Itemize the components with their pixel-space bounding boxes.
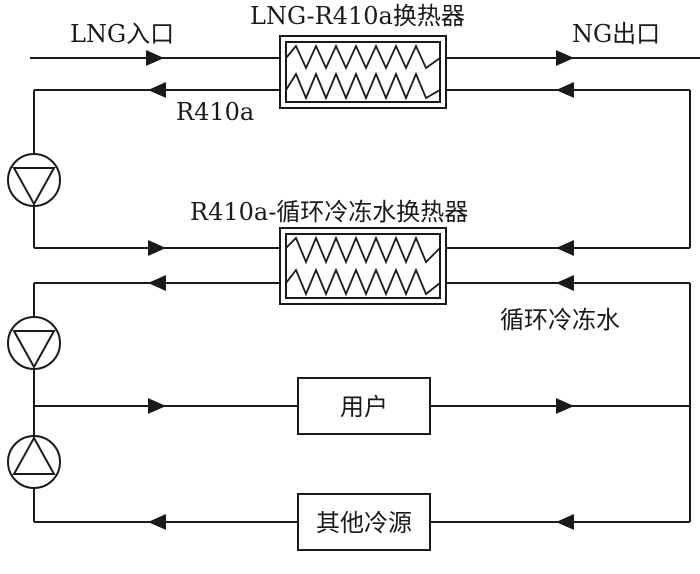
user-box [297,377,431,435]
user-arrow-left [148,398,166,414]
cold-source-arrow-right [556,514,574,530]
chw-pump-upper-casing [7,316,61,370]
lng-inlet-arrow [146,50,164,66]
chw-pump-lower-triangle [12,435,56,475]
r410a-supply-arrow-right [556,240,574,256]
r410a-supply-arrow-left [148,240,166,256]
chw-pump-lower-casing [7,435,61,489]
hx1-inner-frame [285,41,441,103]
hx2-inner-frame [285,233,441,299]
user-arrow-right [556,398,574,414]
chw-pump-upper-triangle [12,330,56,370]
hx2-coil-top [285,235,441,265]
r410a-return-arrow-left [148,82,166,98]
r410a-label: R410a [176,98,254,126]
other-cold-source-box [297,493,431,551]
chw-pump-upper [7,316,61,370]
ng-outlet-arrow [556,50,574,66]
hx1-title-label: LNG-R410a换热器 [250,2,465,30]
cold-source-arrow-left [148,514,166,530]
other-cold-source-label: 其他冷源 [316,509,412,537]
user-label: 用户 [340,393,388,421]
lng-inlet-label: LNG入口 [70,20,174,48]
hx1-coil-bottom [285,71,441,101]
chw-return-arrow-right [556,275,574,291]
r410a-pump [7,153,61,207]
chw-return-arrow-left [148,275,166,291]
ng-outlet-label: NG出口 [572,20,660,48]
chilled-water-label: 循环冷冻水 [500,306,620,334]
r410a-pump-casing [7,153,61,207]
hx2-title-label: R410a-循环冷冻水换热器 [190,198,468,226]
r410a-pump-triangle [12,167,56,207]
hx1-coil-top [285,43,441,71]
chw-pump-lower [7,435,61,489]
r410a-return-arrow-right [556,82,574,98]
hx2-coil-bottom [285,267,441,297]
